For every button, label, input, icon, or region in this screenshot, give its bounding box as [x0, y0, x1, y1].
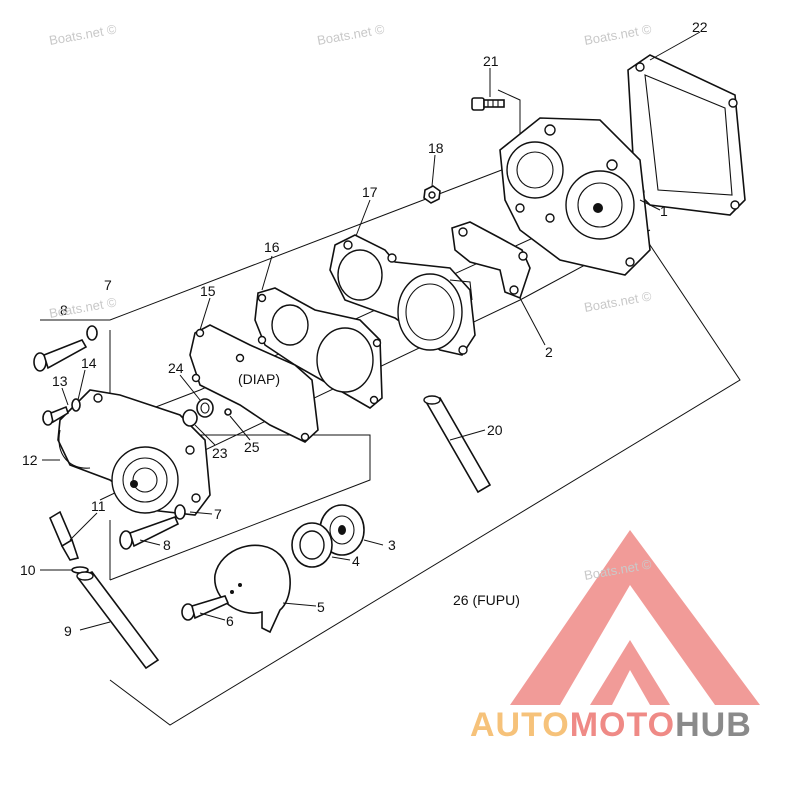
callout-5: 5	[317, 599, 325, 615]
part-22-gasket	[627, 54, 746, 216]
part-14-washer	[71, 398, 81, 412]
callout-25: 25	[244, 439, 260, 455]
part-16-gasket	[254, 287, 383, 409]
svg-text:AUTOMOTOHUB: AUTOMOTOHUB	[470, 706, 752, 744]
watermark-text: Boats.net ©	[583, 288, 653, 315]
callout-15: 15	[200, 283, 216, 299]
callout-8-lower: 8	[163, 537, 171, 553]
callout-16: 16	[264, 239, 280, 255]
part-6-screw	[181, 595, 230, 621]
part-8-screw-upper	[33, 339, 88, 372]
callout-24: 24	[168, 360, 184, 376]
watermark-text: Boats.net ©	[48, 21, 118, 48]
callout-6: 6	[226, 613, 234, 629]
part-24-seal	[196, 398, 214, 418]
part-5-cover	[214, 544, 291, 634]
callout-12: 12	[22, 452, 38, 468]
callout-8-upper: 8	[60, 302, 68, 318]
callout-4: 4	[352, 553, 360, 569]
callout-26: 26 (FUPU)	[453, 592, 520, 608]
part-20-hose	[423, 395, 492, 494]
part-7-washer-lower	[174, 504, 186, 520]
callouts: 22 21 18 17 16 15 1 2 20 3 4 5 6 8 7 9 1…	[20, 19, 708, 639]
callout-18: 18	[428, 140, 444, 156]
callout-7-lower: 7	[214, 506, 222, 522]
callout-21: 21	[483, 53, 499, 69]
callout-13: 13	[52, 373, 68, 389]
part-17-chamber-cover	[329, 234, 476, 356]
logo-text-auto: AUTO	[470, 706, 570, 744]
callout-1: 1	[660, 203, 668, 219]
part-1-pump-housing	[499, 117, 651, 276]
automotohub-logo: AUTOMOTOHUB	[470, 530, 760, 744]
part-25-pin	[224, 408, 232, 416]
callout-17: 17	[362, 184, 378, 200]
watermark-text: Boats.net ©	[48, 294, 118, 321]
callout-2: 2	[545, 344, 553, 360]
callout-22: 22	[692, 19, 708, 35]
callout-23: 23	[212, 445, 228, 461]
callout-9: 9	[64, 623, 72, 639]
part-11-fitting	[48, 510, 80, 561]
part-13-screw	[42, 405, 69, 426]
logo-text-moto: MOTO	[570, 706, 675, 744]
logo-text-hub: HUB	[675, 706, 752, 744]
part-23-ring	[182, 409, 198, 427]
logo-triangle-icon	[510, 530, 760, 705]
callout-leaders	[40, 31, 701, 631]
part-18-nut	[423, 185, 441, 204]
part-9-hose	[76, 571, 160, 670]
part-15-diaphragm: (DIAP)	[189, 324, 319, 443]
callout-14: 14	[81, 355, 97, 371]
diaphragm-label: (DIAP)	[238, 371, 280, 387]
part-8-screw-lower	[119, 515, 180, 550]
callout-20: 20	[487, 422, 503, 438]
part-7-washer-upper	[86, 325, 98, 341]
callout-3: 3	[388, 537, 396, 553]
part-21-screw	[471, 97, 505, 111]
watermark-text: Boats.net ©	[316, 21, 386, 48]
watermark-text: Boats.net ©	[583, 21, 653, 48]
part-12-pump-body	[57, 389, 211, 516]
callout-11: 11	[91, 498, 106, 514]
part-4-o-ring	[291, 522, 333, 568]
logo-inner-triangle-icon	[590, 640, 670, 705]
callout-7-upper: 7	[104, 277, 112, 293]
callout-10: 10	[20, 562, 36, 578]
